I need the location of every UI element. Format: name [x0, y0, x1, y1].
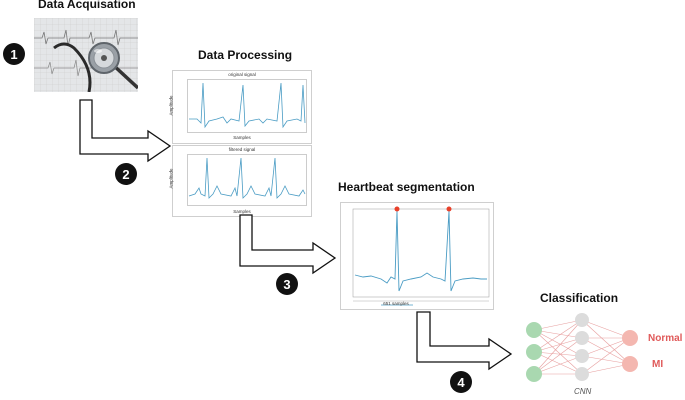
arrow-2-to-3: [239, 214, 337, 275]
step-2-badge: 2: [115, 163, 137, 185]
original-signal-title: original signal: [228, 72, 256, 77]
segmentation-trace: [352, 206, 490, 306]
output-label-mi: MI: [652, 359, 664, 370]
step-1-badge: 1: [3, 43, 25, 65]
filtered-signal-plot: filtered signal Samples Amplitude: [168, 145, 312, 217]
arrow-3-to-4: [416, 311, 513, 371]
step-2-title: Data Processing: [198, 48, 293, 62]
original-signal-trace: [187, 79, 307, 133]
cnn-network: [518, 312, 648, 384]
filtered-signal-trace: [187, 154, 307, 206]
step-4-badge: 4: [450, 371, 472, 393]
stethoscope-photo: [34, 18, 140, 93]
heartbeat-segmentation-plot: 651 samples: [340, 202, 494, 310]
cnn-label: CNN: [574, 387, 592, 396]
neural-network-icon: [526, 313, 638, 382]
step-4-title: Classification: [540, 291, 619, 305]
output-label-normal: Normal: [648, 333, 683, 344]
original-signal-xlabel: Samples: [233, 135, 251, 140]
filtered-signal-ylabel: Amplitude: [168, 168, 174, 189]
segment-length-annotation: 651 samples: [383, 301, 409, 306]
step-3-badge: 3: [276, 273, 298, 295]
stethoscope-icon: [34, 18, 140, 93]
original-signal-ylabel: Amplitude: [168, 95, 174, 116]
step-1-title: Data Acquisation: [38, 0, 136, 11]
original-signal-plot: original signal Samples Amplitude: [168, 70, 312, 144]
filtered-signal-xlabel: Samples: [233, 209, 251, 214]
filtered-signal-title: filtered signal: [228, 147, 256, 152]
arrow-1-to-2: [79, 99, 172, 163]
step-3-title: Heartbeat segmentation: [338, 180, 475, 194]
